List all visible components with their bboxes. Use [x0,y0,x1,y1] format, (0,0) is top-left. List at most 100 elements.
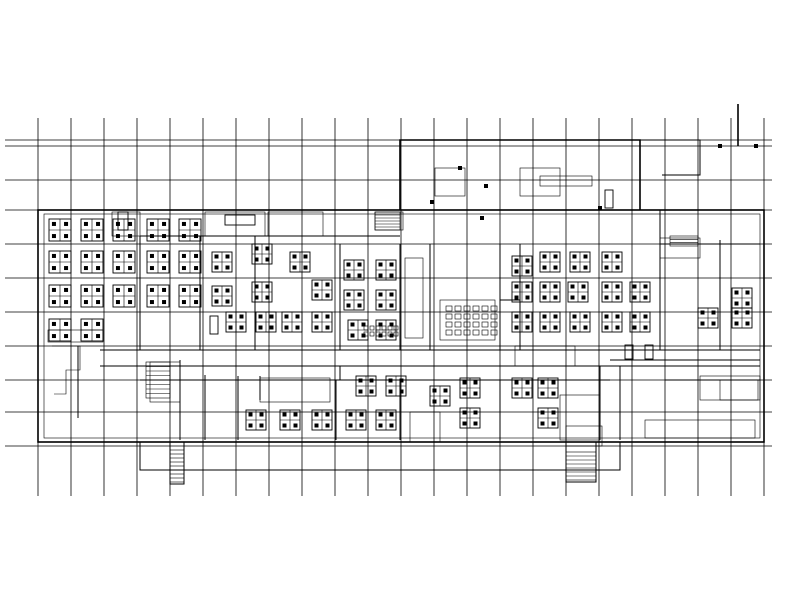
chair [462,391,467,396]
chair [292,254,297,259]
bench-desk [490,329,498,336]
chair [259,423,264,428]
workstation-pod [112,250,136,274]
chair [258,325,263,330]
conference-table [117,211,129,231]
column-marker [458,166,462,170]
chair [514,314,519,319]
stair-outline [565,451,597,481]
chair [83,266,88,271]
chair [346,273,351,278]
chair [194,253,199,258]
workstation-pod [146,284,170,308]
stair-east [669,235,699,247]
north-east-annex [640,139,701,176]
chair [293,423,298,428]
chair [514,295,519,300]
chair [194,234,199,239]
chair [51,234,56,239]
bench-desk [472,305,480,312]
bench-desk [481,329,489,336]
chair [378,322,383,327]
workstation-pod [459,377,481,399]
chair [96,321,101,326]
chair [551,421,556,426]
chair [225,288,230,293]
room [259,377,331,403]
chair [378,423,383,428]
chair [369,378,374,383]
chair [432,399,437,404]
room [565,425,603,447]
chair [64,253,69,258]
chair [83,287,88,292]
chair [303,265,308,270]
chair [358,389,363,394]
chair [572,254,577,259]
chair [711,310,716,315]
stair-north [374,211,401,231]
bench-desk [490,313,498,320]
chair [615,284,620,289]
chair [228,314,233,319]
chair [553,314,558,319]
room [644,419,756,439]
chair [572,325,577,330]
chair [265,246,270,251]
chair [542,314,547,319]
chair [325,423,330,428]
workstation-pod [245,409,267,431]
chair [553,325,558,330]
chair [357,262,362,267]
bench-desk [363,325,369,331]
chair [259,412,264,417]
workstation-pod [731,307,753,329]
workstation-pod [279,409,301,431]
chair [96,253,101,258]
workstation-pod [80,318,104,342]
room [514,345,576,367]
chair [551,380,556,385]
bench-desk [481,321,489,328]
chair [149,253,154,258]
workstation-pod [178,284,202,308]
chair [514,269,519,274]
chair [542,325,547,330]
chair [64,334,69,339]
chair [149,234,154,239]
workstation-pod [343,259,365,281]
interior-partitions [47,167,761,447]
chair [551,410,556,415]
workstation-pod [511,281,533,303]
bench-desk [381,325,387,331]
chair [96,300,101,305]
chair [443,399,448,404]
chair [643,295,648,300]
chair [583,325,588,330]
chair [745,301,750,306]
chair [583,254,588,259]
stair-west [145,361,171,399]
bench-desk [454,321,462,328]
chair [162,287,167,292]
chair [194,266,199,271]
workstation-pod [289,251,311,273]
chair [295,314,300,319]
bench-desk [381,331,387,337]
chair [632,314,637,319]
chair [348,423,353,428]
chair [443,388,448,393]
workstation-pod [511,255,533,277]
chair [350,333,355,338]
chair [64,300,69,305]
bench-desk [472,321,480,328]
chair [51,221,56,226]
chair [346,292,351,297]
chair [96,287,101,292]
workstation-pod [48,250,72,274]
bench-desk [481,305,489,312]
room [519,167,561,197]
chair [514,258,519,263]
workstation-pod [225,311,247,333]
room [559,394,601,441]
